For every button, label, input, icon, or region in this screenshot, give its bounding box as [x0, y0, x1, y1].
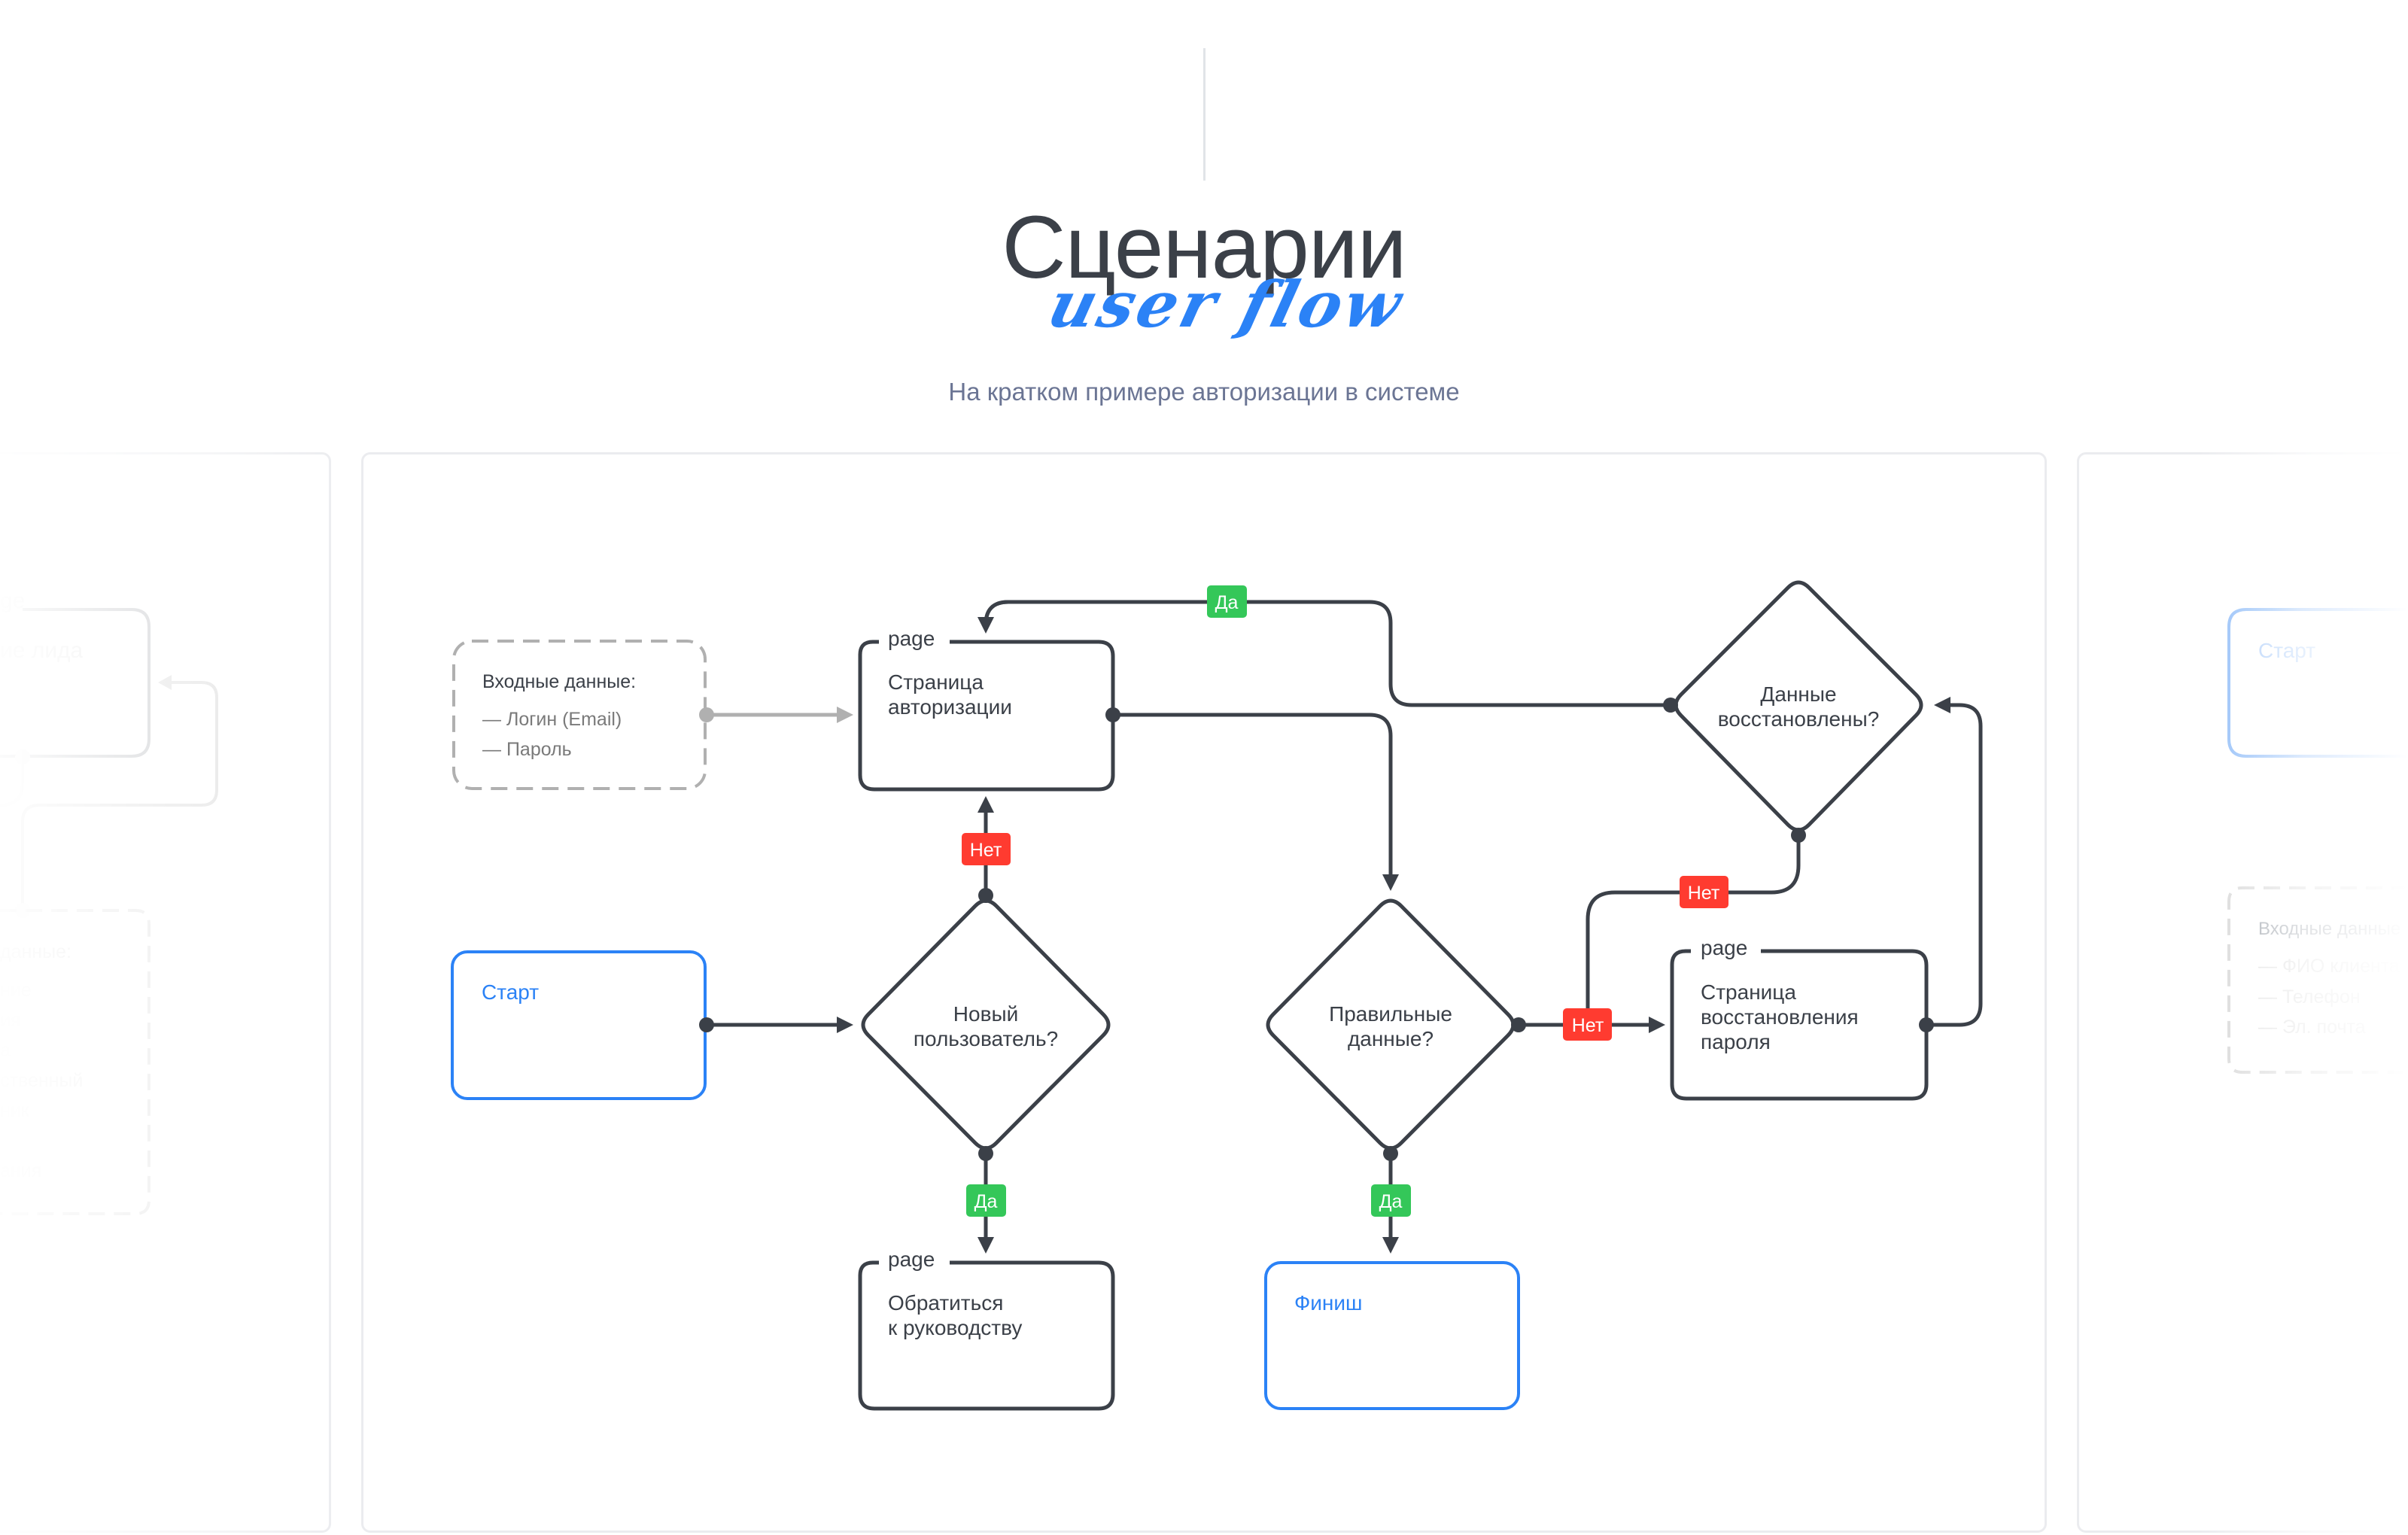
right-input-title: Входные данные	[2258, 919, 2400, 939]
connector-dot	[699, 1017, 714, 1032]
badge-no: Нет	[962, 833, 1011, 865]
decision-text: восстановлены?	[1718, 707, 1880, 731]
svg-text:Нет: Нет	[1688, 883, 1720, 904]
arrowhead-icon	[1382, 1237, 1399, 1254]
contact-management-node[interactable]: page Обратиться к руководству	[858, 1248, 1115, 1411]
left-input-item: а	[0, 1040, 11, 1061]
finish-node[interactable]: Финиш	[1264, 1261, 1520, 1410]
left-input-item: ания	[0, 1160, 41, 1181]
decision-valid-data[interactable]: Правильные данные?	[1266, 898, 1516, 1150]
connector-dot	[1383, 1146, 1398, 1161]
top-divider-line	[1203, 48, 1206, 181]
svg-text:Да: Да	[974, 1191, 998, 1212]
connector-dot	[1511, 1017, 1526, 1032]
decision-text: Правильные	[1329, 1002, 1452, 1026]
node-text: пароля	[1701, 1030, 1771, 1053]
connector-dot	[1919, 1017, 1934, 1032]
finish-label: Финиш	[1294, 1291, 1363, 1315]
badge-no: Нет	[1680, 876, 1728, 908]
left-page-box	[0, 608, 150, 758]
page-tag: page	[888, 1248, 935, 1271]
svg-text:Да: Да	[1215, 592, 1239, 613]
arrowhead-icon	[1934, 697, 1950, 713]
page-title: Сценарии	[1002, 198, 1406, 297]
arrowhead-icon	[977, 796, 994, 813]
svg-text:Да: Да	[1379, 1191, 1403, 1212]
node-text: Страница	[888, 670, 984, 694]
badge-yes: Да	[1207, 585, 1247, 618]
badge-no: Нет	[1563, 1008, 1612, 1041]
arrowhead-icon	[837, 1017, 853, 1033]
svg-text:Нет: Нет	[1572, 1015, 1604, 1036]
badge-yes: Да	[1371, 1184, 1411, 1217]
svg-text:Нет: Нет	[970, 840, 1002, 861]
decision-text: данные?	[1348, 1027, 1434, 1050]
start-label: Старт	[482, 980, 539, 1004]
left-loop-connector	[21, 681, 218, 910]
node-text: к руководству	[888, 1316, 1022, 1339]
connector-dot	[1791, 828, 1806, 843]
right-start-box	[2227, 608, 2408, 758]
connector-dot	[699, 707, 714, 722]
input-box-title: Входные данные:	[482, 671, 636, 692]
page-tag: page	[888, 627, 935, 650]
node-text: Страница	[1701, 980, 1796, 1004]
left-input-item: ние	[0, 980, 32, 1001]
connector-dot	[1105, 707, 1120, 722]
right-input-item: — Телефон	[2258, 986, 2361, 1008]
arrowhead-icon	[1382, 874, 1399, 891]
left-input-item: ник	[0, 1100, 30, 1121]
right-input-item: — ФИО клиента	[2258, 956, 2400, 977]
arrowhead-icon	[977, 617, 994, 634]
page-subtitle: На кратком примере авторизации в системе	[948, 378, 1460, 406]
input-box-item: — Пароль	[482, 739, 572, 760]
left-arrowhead	[158, 675, 172, 690]
node-text: авторизации	[888, 695, 1012, 719]
auth-page-node[interactable]: page Страница авторизации	[858, 627, 1115, 792]
decision-new-user[interactable]: Новый пользователь?	[861, 898, 1111, 1150]
connector-dot	[1663, 698, 1678, 713]
left-input-title: данные:	[0, 941, 71, 962]
left-input-item: ия	[0, 1010, 21, 1031]
arrowhead-icon	[1649, 1017, 1665, 1033]
badge-yes: Да	[966, 1184, 1006, 1217]
input-box-item: — Логин (Email)	[482, 709, 622, 730]
password-recovery-node[interactable]: page Страница восстановления пароля	[1670, 936, 1929, 1101]
connector-dot	[978, 888, 993, 903]
input-data-box[interactable]: Входные данные: — Логин (Email) — Пароль	[452, 640, 707, 790]
right-input-item: — Эл. почта	[2258, 1017, 2366, 1038]
right-start-label: Старт	[2258, 639, 2315, 662]
start-node[interactable]: Старт	[451, 950, 707, 1100]
left-input-item: ственный	[0, 1070, 83, 1091]
right-fragment: Старт Входные данные — ФИО клиента — Тел…	[2227, 608, 2408, 1074]
node-text: Обратиться	[888, 1291, 1003, 1315]
left-fragment: ge ие лида данные: ние ия а ственный ник…	[0, 588, 218, 1215]
arrowhead-icon	[837, 707, 853, 723]
arrowhead-icon	[977, 1237, 994, 1254]
left-page-tag: ge	[0, 588, 25, 613]
decision-text: Новый	[953, 1002, 1018, 1026]
left-page-text: ие лида	[0, 638, 84, 663]
decision-data-restored[interactable]: Данные восстановлены?	[1674, 580, 1923, 832]
decision-text: Данные	[1760, 682, 1836, 706]
node-text: восстановления	[1701, 1005, 1859, 1029]
connector-auth-to-valid	[1113, 713, 1393, 880]
connector-recovery-to-restored	[1926, 703, 1983, 1027]
page-tag: page	[1701, 936, 1747, 959]
decision-text: пользователь?	[914, 1027, 1058, 1050]
connector-dot	[978, 1146, 993, 1161]
right-input-box	[2227, 886, 2408, 1074]
